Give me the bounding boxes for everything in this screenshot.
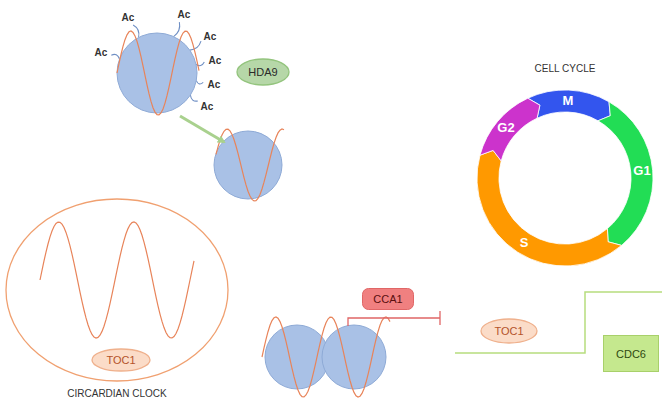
- node-text: CIRCARDIAN CLOCK: [67, 388, 166, 399]
- acetyl-label: Ac: [209, 55, 222, 66]
- phase-label: G1: [633, 164, 650, 178]
- acetyl-label: Ac: [204, 31, 217, 42]
- acetyl-tail: [111, 54, 119, 59]
- phase-label: G2: [497, 121, 514, 135]
- node-outline: [470, 58, 660, 273]
- cell-cycle-ring: CELL CYCLE M G1S G2: [470, 58, 660, 273]
- gene-ellipse: TOC1: [480, 318, 538, 344]
- gene-ellipse: TOC1: [91, 348, 151, 372]
- nucleosome: [322, 325, 386, 389]
- node-text: TOC1: [494, 325, 523, 337]
- acetyl-label: Ac: [201, 101, 214, 112]
- dna-wave: [262, 317, 390, 397]
- gene-box: CDC6: [603, 335, 659, 372]
- acetyl-label: Ac: [95, 47, 108, 58]
- acetyl-tail: [133, 25, 139, 38]
- acetyl-tail: [174, 22, 180, 36]
- node-text: HDA9: [248, 66, 277, 78]
- phase-label: S: [520, 236, 529, 250]
- node-text: TOC1: [106, 354, 135, 366]
- node-text: CDC6: [616, 347, 646, 359]
- acetylated-nucleosome: [117, 33, 197, 113]
- enzyme-ellipse: HDA9: [236, 58, 290, 86]
- node-text: CELL CYCLE: [535, 63, 596, 74]
- circadian-clock-circle: CIRCARDIAN CLOCKTOC1: [5, 198, 229, 382]
- acetyl-label: Ac: [178, 9, 191, 20]
- node-text: CCA1: [373, 293, 402, 305]
- nucleosome: [265, 325, 329, 389]
- dna-wave: [117, 31, 199, 115]
- dna-wave: [216, 129, 284, 201]
- repression-line: [348, 311, 440, 326]
- acetyl-tail: [190, 95, 197, 101]
- acetyl-label: Ac: [122, 12, 135, 23]
- dna-wave: [40, 222, 194, 338]
- phase-label: M: [563, 94, 574, 108]
- deacetylation-arrow: [180, 116, 224, 142]
- factor-box: CCA1: [362, 288, 414, 310]
- acetyl-tail: [190, 41, 201, 50]
- acetyl-label: Ac: [208, 79, 221, 90]
- acetyl-tail: [196, 81, 203, 84]
